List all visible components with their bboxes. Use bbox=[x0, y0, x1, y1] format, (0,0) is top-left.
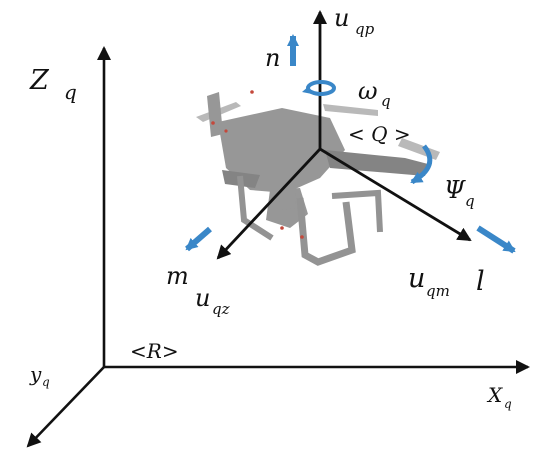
inertial-y-subscript: q bbox=[42, 375, 50, 389]
vertical-force-label: u bbox=[334, 4, 349, 32]
drone-detail-speck bbox=[250, 90, 254, 94]
inertial-x-label: X bbox=[486, 383, 503, 407]
landing-gear-rear bbox=[237, 175, 274, 241]
normal-axis-label: n bbox=[265, 44, 280, 72]
diagram-labels: Z q y q X q <R> < Q > u qp n ω q Ψ q m u… bbox=[29, 4, 512, 411]
yaw-rotation-arrow bbox=[410, 144, 433, 185]
quadcopter-drone bbox=[196, 90, 440, 266]
body-frame-label: < Q > bbox=[348, 122, 411, 146]
drone-detail-speck bbox=[211, 121, 215, 125]
m-direction-arrow bbox=[185, 226, 212, 252]
drone-detail-speck bbox=[280, 226, 284, 230]
inertial-z-label: Z bbox=[29, 65, 50, 96]
camera-mount bbox=[278, 192, 296, 210]
l-force-label: u bbox=[408, 263, 425, 294]
landing-gear-front bbox=[296, 197, 356, 266]
angular-rate-arrowhead bbox=[302, 86, 312, 94]
inertial-frame-label: <R> bbox=[130, 339, 179, 363]
angular-rate-subscript: q bbox=[381, 92, 391, 110]
inertial-z-subscript: q bbox=[64, 80, 77, 104]
drone-detail-speck bbox=[300, 235, 304, 239]
landing-gear-side bbox=[331, 189, 383, 233]
l-direction-arrow bbox=[476, 225, 516, 254]
vertical-force-subscript: qp bbox=[355, 20, 375, 38]
l-force-subscript: qm bbox=[426, 282, 450, 300]
m-force-subscript: qz bbox=[212, 300, 230, 318]
m-force-label: u bbox=[195, 284, 210, 312]
drone-detail-speck bbox=[224, 129, 228, 133]
angular-rate-label: ω bbox=[358, 77, 378, 105]
yaw-angle-label: Ψ bbox=[444, 176, 466, 204]
yaw-angle-subscript: q bbox=[465, 192, 475, 210]
drone-body bbox=[218, 108, 345, 193]
motor-arm-right bbox=[325, 150, 428, 176]
motion-indicators bbox=[185, 34, 516, 254]
inertial-y-label: y bbox=[29, 362, 42, 386]
inertial-x-subscript: q bbox=[504, 397, 512, 411]
inertial-y-axis bbox=[26, 366, 105, 448]
m-axis-label: m bbox=[166, 262, 189, 290]
l-axis-label: l bbox=[476, 266, 485, 297]
propeller-blade-top-right bbox=[323, 104, 378, 116]
body-l-axis bbox=[319, 147, 472, 242]
body-m-axis bbox=[216, 148, 322, 260]
inertial-frame-axes bbox=[26, 46, 530, 448]
